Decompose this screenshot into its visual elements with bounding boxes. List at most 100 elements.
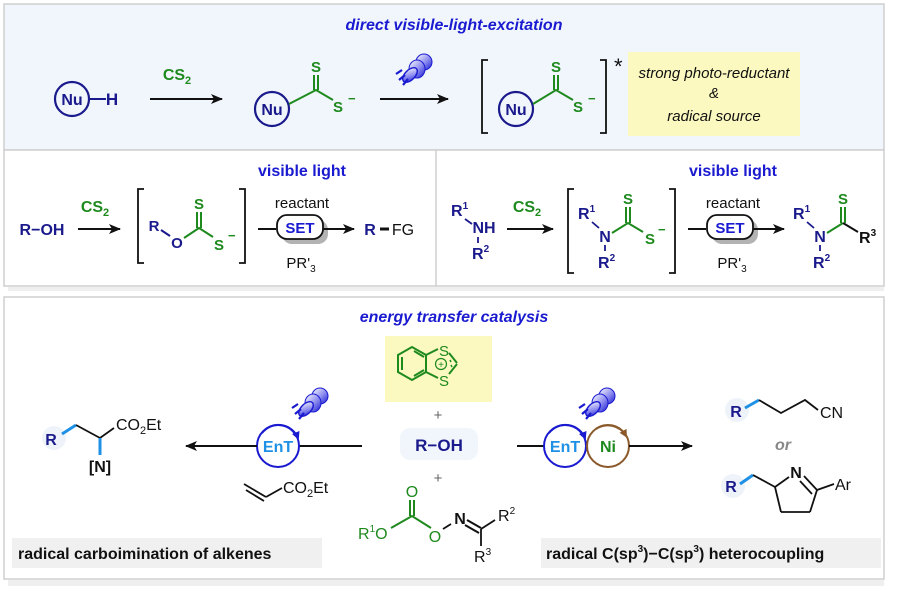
carbonyl-o: O [406, 484, 418, 501]
thiolate-s: S [333, 99, 343, 116]
right-caption-bg [541, 538, 881, 568]
nu-label: Nu [505, 102, 526, 119]
amine-r2: R2 [472, 244, 490, 263]
thioamide-n: N [814, 229, 826, 246]
catalyst-s-bottom: S [439, 373, 449, 390]
r-highlight [721, 474, 745, 498]
nu-ring-icon [253, 90, 291, 128]
thiolate-s: S [214, 237, 224, 254]
thione-s: S [311, 59, 321, 76]
bracket-left [481, 59, 488, 134]
right-phosphine: PR'3 [717, 255, 747, 275]
callout-line2: & [709, 85, 719, 102]
nickel-label: Ni [600, 439, 616, 456]
anion-charge: − [658, 222, 666, 237]
plus-sign-2: + [434, 470, 443, 487]
or-label: or [775, 437, 792, 454]
amine-nh: NH [472, 220, 495, 237]
pyrroline-n: N [790, 465, 802, 482]
dtc-r2: R2 [598, 253, 616, 272]
nitrile-r: R [730, 404, 742, 421]
left-product-n: [N] [89, 459, 111, 476]
xanthate-r: R [149, 218, 160, 235]
left-start-alcohol: R−OH [20, 222, 65, 239]
nu-label: Nu [61, 92, 82, 109]
bracket-right [239, 188, 246, 264]
top-panel-title: direct visible-light-excitation [346, 17, 563, 34]
right-light-title: visible light [689, 163, 778, 180]
dtc-r1: R1 [578, 204, 596, 223]
left-product-ester: CO2Et [116, 417, 162, 437]
left-ent-label: EnT [263, 439, 293, 456]
oxime-n: N [454, 511, 466, 528]
thioamide-r2: R2 [813, 253, 831, 272]
bracket-left [137, 188, 144, 264]
callout-line1: strong photo-reductant [639, 65, 791, 82]
left-cs2: CS2 [81, 199, 109, 219]
callout-line3: radical source [667, 108, 760, 125]
anion-charge: − [588, 91, 596, 106]
acrylate-structure [243, 483, 283, 502]
thiolate-s: S [573, 99, 583, 116]
oxime-r3: R3 [474, 547, 492, 566]
anion-charge: − [228, 228, 236, 243]
thione-s: S [623, 191, 633, 208]
r-highlight [42, 426, 66, 450]
catalyst-s-top: S [439, 343, 449, 360]
alcohol-highlight [400, 428, 478, 460]
pyrroline-ring [752, 474, 835, 513]
right-cs2: CS2 [513, 199, 541, 219]
set-label: SET [285, 220, 314, 237]
left-caption-bg [12, 538, 322, 568]
nu-label: Nu [261, 102, 282, 119]
middle-panels: visible light R−OH CS2 R O S S − reactan… [3, 149, 885, 291]
thione-s: S [838, 191, 848, 208]
right-ent-label: EnT [550, 439, 580, 456]
set-badge [706, 214, 754, 240]
amine-r1: R1 [451, 201, 469, 220]
product-fg: FG [392, 222, 414, 239]
oxime-o: O [429, 529, 441, 546]
nitrile-cn: CN [820, 405, 843, 422]
bracket-right [600, 59, 607, 134]
acrylate-ester: CO2Et [283, 480, 329, 500]
top-panel: direct visible-light-excitation Nu H CS2… [3, 3, 885, 151]
left-caption: radical carboimination of alkenes [18, 546, 272, 563]
r-highlight [725, 398, 749, 422]
thione-s: S [194, 196, 204, 213]
xanthate-o: O [171, 235, 183, 252]
thiolate-s: S [645, 231, 655, 248]
h-atom: H [106, 90, 118, 109]
alcohol-substrate: R−OH [415, 436, 463, 455]
right-caption: radical C(sp3)−C(sp3) heterocoupling [546, 544, 824, 563]
oxime-r1o: R1O [358, 524, 388, 543]
left-phosphine: PR'3 [286, 255, 316, 275]
left-light-title: visible light [258, 163, 347, 180]
oxime-r2: R2 [498, 506, 516, 525]
cs2-reagent: CS2 [163, 67, 191, 87]
callout-box [628, 52, 800, 136]
nu-ring-icon [497, 90, 535, 128]
pyrroline-r: R [725, 479, 737, 496]
bottom-panel-title: energy transfer catalysis [360, 309, 549, 326]
set-badge [276, 214, 324, 240]
plus-charge-icon [434, 357, 448, 371]
bracket-left [567, 188, 574, 274]
svg-text:+: + [438, 360, 444, 371]
excited-star: * [614, 54, 623, 79]
plus-sign-1: + [434, 407, 443, 424]
bottom-panel: energy transfer catalysis S S + + R−OH +… [3, 296, 885, 586]
left-reactant-label: reactant [275, 195, 330, 212]
thione-s: S [551, 59, 561, 76]
right-reactant-label: reactant [706, 195, 761, 212]
pyrroline-ar: Ar [835, 477, 852, 494]
bracket-right [669, 188, 676, 274]
anion-charge: − [348, 91, 356, 106]
set-label: SET [715, 220, 744, 237]
thioamide-r3: R3 [859, 228, 877, 247]
thioamide-r1: R1 [793, 204, 811, 223]
product-r: R [364, 222, 376, 239]
left-product-r: R [45, 432, 57, 449]
